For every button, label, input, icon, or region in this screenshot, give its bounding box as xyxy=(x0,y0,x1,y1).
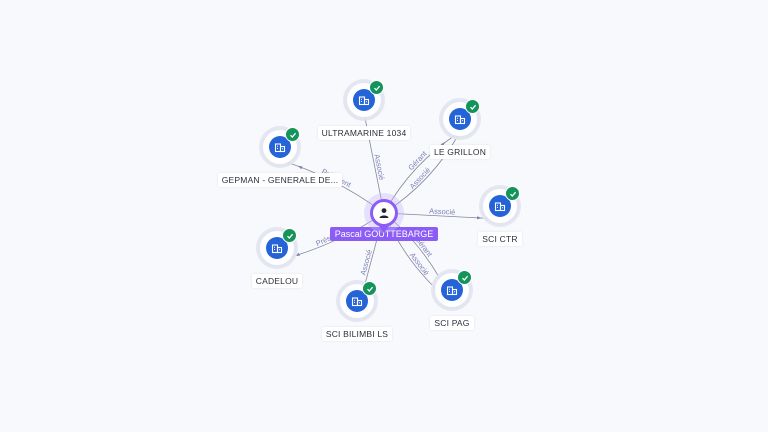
verified-check-icon xyxy=(465,99,480,114)
company-name: LE GRILLON xyxy=(429,145,491,159)
relation-arrow-icon xyxy=(476,216,482,220)
company-marker xyxy=(435,270,472,307)
company-name: SCI PAG xyxy=(430,316,474,330)
company-marker xyxy=(443,99,480,136)
building-icon xyxy=(274,143,286,153)
verified-check-icon xyxy=(457,270,472,285)
building-icon xyxy=(454,115,466,125)
company-name: ULTRAMARINE 1034 xyxy=(317,126,411,140)
person-icon xyxy=(379,208,389,218)
company-node-scipag[interactable]: SCI PAG xyxy=(407,270,497,343)
company-marker xyxy=(260,228,297,265)
relation-arrow-icon xyxy=(297,165,303,170)
verified-check-icon xyxy=(285,127,300,142)
company-marker xyxy=(483,186,520,223)
relation-label: Associé xyxy=(429,206,456,216)
building-icon xyxy=(494,202,506,212)
company-node-cadelou[interactable]: CADELOU xyxy=(232,228,322,301)
verified-check-icon xyxy=(282,228,297,243)
company-node-scibilimbi[interactable]: SCI BILIMBI LS xyxy=(312,281,402,354)
company-name: SCI BILIMBI LS xyxy=(321,327,393,341)
center-person-node[interactable]: Pascal GOUTTEBARGE xyxy=(324,193,444,241)
company-name: SCI CTR xyxy=(478,232,522,246)
building-icon xyxy=(351,297,363,307)
verified-check-icon xyxy=(362,281,377,296)
company-name: CADELOU xyxy=(251,274,303,288)
company-node-gepman[interactable]: GEPMAN - GENERALE DE... xyxy=(217,127,343,200)
verified-check-icon xyxy=(369,80,384,95)
building-icon xyxy=(446,286,458,296)
company-node-grillon[interactable]: LE GRILLON xyxy=(415,99,505,172)
person-name: Pascal GOUTTEBARGE xyxy=(329,227,439,241)
company-marker xyxy=(340,281,377,318)
company-name: GEPMAN - GENERALE DE... xyxy=(217,173,343,187)
company-marker xyxy=(263,127,300,164)
company-node-scictr[interactable]: SCI CTR xyxy=(455,186,545,259)
building-icon xyxy=(358,96,370,106)
building-icon xyxy=(271,244,283,254)
person-marker xyxy=(364,193,404,233)
company-node-ultramarine[interactable]: ULTRAMARINE 1034 xyxy=(317,80,411,153)
company-marker xyxy=(347,80,384,117)
verified-check-icon xyxy=(505,186,520,201)
relation-arrow-icon xyxy=(295,252,301,257)
relation-label: Associé xyxy=(358,248,373,276)
